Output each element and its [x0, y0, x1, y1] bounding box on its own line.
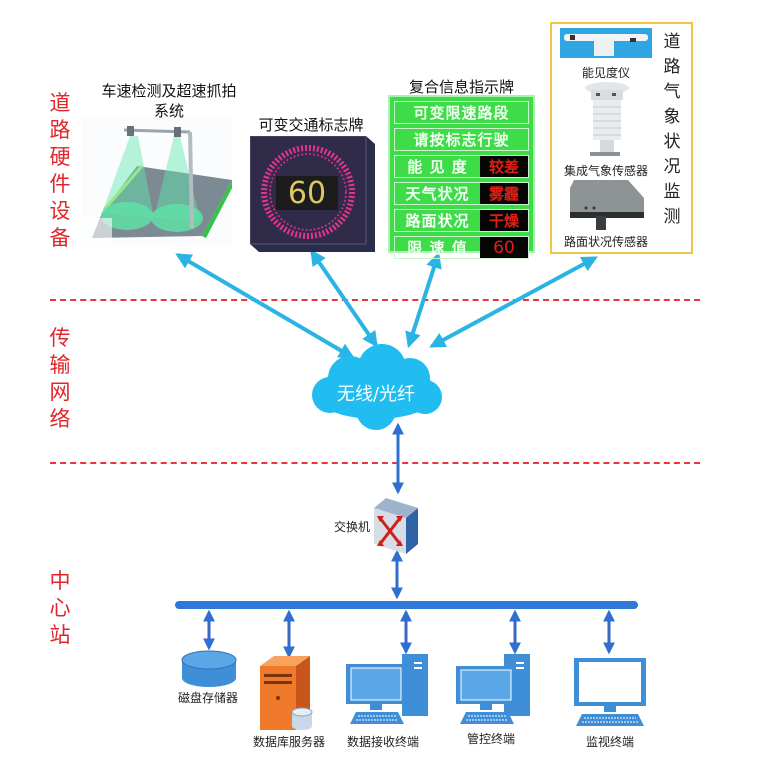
variable-sign-speed: 60: [288, 176, 326, 211]
sign-row-visibility: 能 见 度较差: [394, 155, 529, 178]
link-weather-monitoring: [429, 256, 598, 348]
visibility-meter-icon: [560, 28, 652, 58]
layer-label-road-hardware: 道路硬件设备: [49, 91, 71, 250]
sign-row-text: 可变限速路段: [413, 104, 510, 122]
sign-row-value: 60: [480, 237, 528, 258]
layer-label-transmission-network: 传输网络: [49, 326, 71, 431]
device-label-disk-storage: 磁盘存储器: [177, 691, 238, 705]
layer-label-center-station: 中心站: [49, 569, 71, 647]
speed-camera-gantry-icon: [82, 118, 232, 246]
sign-row-speed-limit: 限 速 值 60: [394, 236, 529, 259]
sensor-label-road-surface: 路面状况传感器: [563, 235, 648, 249]
link-composite-sign: [405, 251, 442, 349]
cloud-icon: [312, 344, 442, 430]
device-label-database-server: 数据库服务器: [252, 735, 325, 749]
control-terminal-icon[interactable]: [454, 654, 542, 726]
variable-speed-sign-icon: 60: [250, 136, 375, 252]
cloud-label: 无线/光纤: [336, 384, 416, 405]
disk-storage-icon[interactable]: [180, 650, 238, 688]
switch-label: 交换机: [333, 520, 370, 534]
sign-row-value: 干燥: [480, 210, 528, 231]
data-receive-terminal-icon[interactable]: [344, 654, 432, 726]
sign-row-road-surface: 路面状况干燥: [394, 209, 529, 232]
sign-row-label: 路面状况: [405, 212, 470, 230]
speed-detection-title-line2: 系统: [153, 102, 184, 120]
sign-row-label: 能 见 度: [407, 158, 468, 176]
device-label-monitor-terminal: 监视终端: [585, 735, 634, 749]
sensor-label-integrated-weather: 集成气象传感器: [563, 164, 648, 178]
sign-row-variable-speed: 可变限速路段: [394, 101, 529, 124]
variable-sign-title: 可变交通标志牌: [258, 116, 364, 134]
sign-row-label: 限 速 值: [407, 239, 468, 257]
device-label-data-receive-terminal: 数据接收终端: [346, 735, 419, 749]
sign-row-value: 较差: [480, 156, 528, 177]
sign-row-value: 雾霾: [480, 183, 528, 204]
composite-info-sign: 可变限速路段 请按标志行驶 能 见 度较差 天气状况雾霾 路面状况干燥 限 速 …: [388, 95, 535, 259]
sign-row-follow-sign: 请按标志行驶: [394, 128, 529, 151]
sign-row-weather: 天气状况雾霾: [394, 182, 529, 205]
composite-sign-title: 复合信息指示牌: [408, 78, 514, 96]
monitor-terminal-icon[interactable]: [570, 656, 650, 728]
switch-icon[interactable]: [372, 496, 420, 554]
speed-detection-title-line1: 车速检测及超速抓拍: [101, 82, 237, 100]
road-surface-sensor-icon: [570, 180, 644, 230]
sign-row-text: 请按标志行驶: [413, 131, 510, 149]
integrated-weather-sensor-icon: [585, 82, 629, 156]
device-label-control-terminal: 管控终端: [466, 732, 515, 746]
link-variable-sign: [310, 249, 378, 348]
divider-bottom: [50, 462, 700, 464]
sensor-label-visibility: 能见度仪: [581, 66, 630, 80]
weather-monitoring-title: 道路气象状况监测: [663, 32, 681, 227]
sign-row-label: 天气状况: [405, 185, 470, 203]
weather-monitoring-panel: 能见度仪 集成气象传感器 路面状况传感器 道路气象状况监测: [550, 22, 693, 254]
database-server-icon[interactable]: [256, 656, 314, 730]
network-bus: [175, 601, 638, 609]
